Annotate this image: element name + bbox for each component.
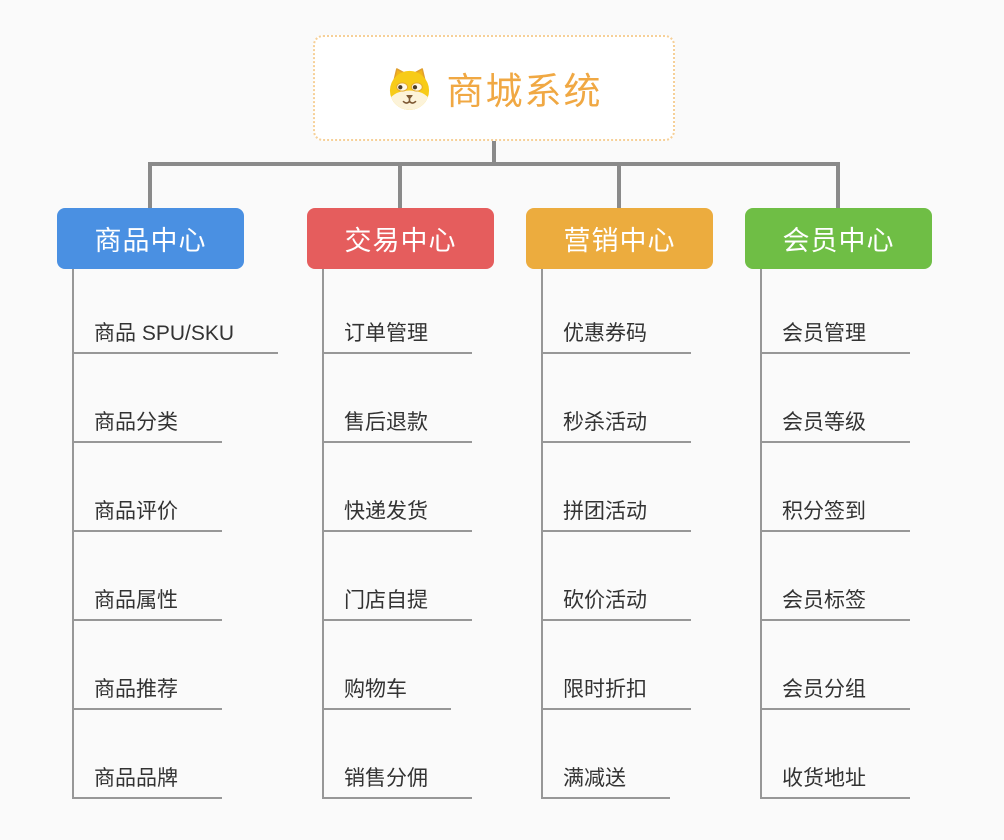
leaf-item[interactable]: 商品分类 [72, 405, 222, 443]
leaf-item[interactable]: 快递发货 [322, 494, 472, 532]
branch-vertical-line-0 [72, 269, 74, 799]
leaf-item[interactable]: 销售分佣 [322, 761, 472, 799]
branch-vertical-line-2 [541, 269, 543, 799]
connector-drop-1 [398, 162, 402, 208]
connector-drop-2 [617, 162, 621, 208]
leaf-item[interactable]: 拼团活动 [541, 494, 691, 532]
leaf-item[interactable]: 限时折扣 [541, 672, 691, 710]
leaf-item[interactable]: 优惠券码 [541, 316, 691, 354]
leaf-item[interactable]: 收货地址 [760, 761, 910, 799]
leaf-item[interactable]: 商品品牌 [72, 761, 222, 799]
leaf-item[interactable]: 商品推荐 [72, 672, 222, 710]
leaf-item[interactable]: 积分签到 [760, 494, 910, 532]
leaf-item-label: 积分签到 [782, 500, 866, 523]
leaf-item-label: 门店自提 [344, 589, 428, 612]
leaf-item-label: 商品属性 [94, 589, 178, 612]
leaf-item-label: 收货地址 [782, 767, 866, 790]
leaf-item-label: 商品评价 [94, 500, 178, 523]
leaf-item[interactable]: 会员管理 [760, 316, 910, 354]
leaf-item-label: 商品推荐 [94, 678, 178, 701]
leaf-item-label: 快递发货 [344, 500, 428, 523]
connector-horizontal [148, 162, 840, 166]
leaf-item-label: 满减送 [563, 767, 626, 790]
leaf-item[interactable]: 商品 SPU/SKU [72, 316, 279, 354]
branch-header-2[interactable]: 营销中心 [526, 208, 713, 269]
leaf-item-label: 会员标签 [782, 589, 866, 612]
connector-root-stem [492, 141, 496, 166]
leaf-item[interactable]: 会员分组 [760, 672, 910, 710]
connector-drop-0 [148, 162, 152, 208]
leaf-item-label: 销售分佣 [344, 767, 428, 790]
leaf-item-label: 售后退款 [344, 411, 428, 434]
leaf-item[interactable]: 商品评价 [72, 494, 222, 532]
dog-face-icon [386, 66, 433, 111]
leaf-item[interactable]: 商品属性 [72, 583, 222, 621]
leaf-item-label: 秒杀活动 [563, 411, 647, 434]
leaf-item-label: 拼团活动 [563, 500, 647, 523]
leaf-item-label: 购物车 [344, 678, 407, 701]
leaf-item-label: 限时折扣 [563, 678, 647, 701]
leaf-item-label: 商品品牌 [94, 767, 178, 790]
leaf-item[interactable]: 会员标签 [760, 583, 910, 621]
leaf-item-label: 订单管理 [344, 322, 428, 345]
leaf-item-label: 砍价活动 [563, 589, 647, 612]
leaf-item[interactable]: 满减送 [541, 761, 670, 799]
leaf-item-label: 会员等级 [782, 411, 866, 434]
connector-drop-3 [836, 162, 840, 208]
root-node[interactable]: 商城系统 [313, 35, 675, 141]
branch-header-0[interactable]: 商品中心 [57, 208, 244, 269]
root-title: 商城系统 [446, 71, 603, 112]
leaf-item[interactable]: 订单管理 [322, 316, 472, 354]
leaf-item[interactable]: 门店自提 [322, 583, 472, 621]
branch-header-3[interactable]: 会员中心 [745, 208, 932, 269]
leaf-item-label: 商品分类 [94, 411, 178, 434]
leaf-item-label: 优惠券码 [563, 322, 647, 345]
branch-vertical-line-3 [760, 269, 762, 799]
branch-header-1[interactable]: 交易中心 [307, 208, 494, 269]
leaf-item[interactable]: 秒杀活动 [541, 405, 691, 443]
leaf-item[interactable]: 购物车 [322, 672, 451, 710]
leaf-item[interactable]: 会员等级 [760, 405, 910, 443]
leaf-item-label: 会员分组 [782, 678, 866, 701]
leaf-item-label: 商品 SPU/SKU [94, 322, 235, 345]
leaf-item[interactable]: 砍价活动 [541, 583, 691, 621]
branch-vertical-line-1 [322, 269, 324, 799]
leaf-item-label: 会员管理 [782, 322, 866, 345]
leaf-item[interactable]: 售后退款 [322, 405, 472, 443]
